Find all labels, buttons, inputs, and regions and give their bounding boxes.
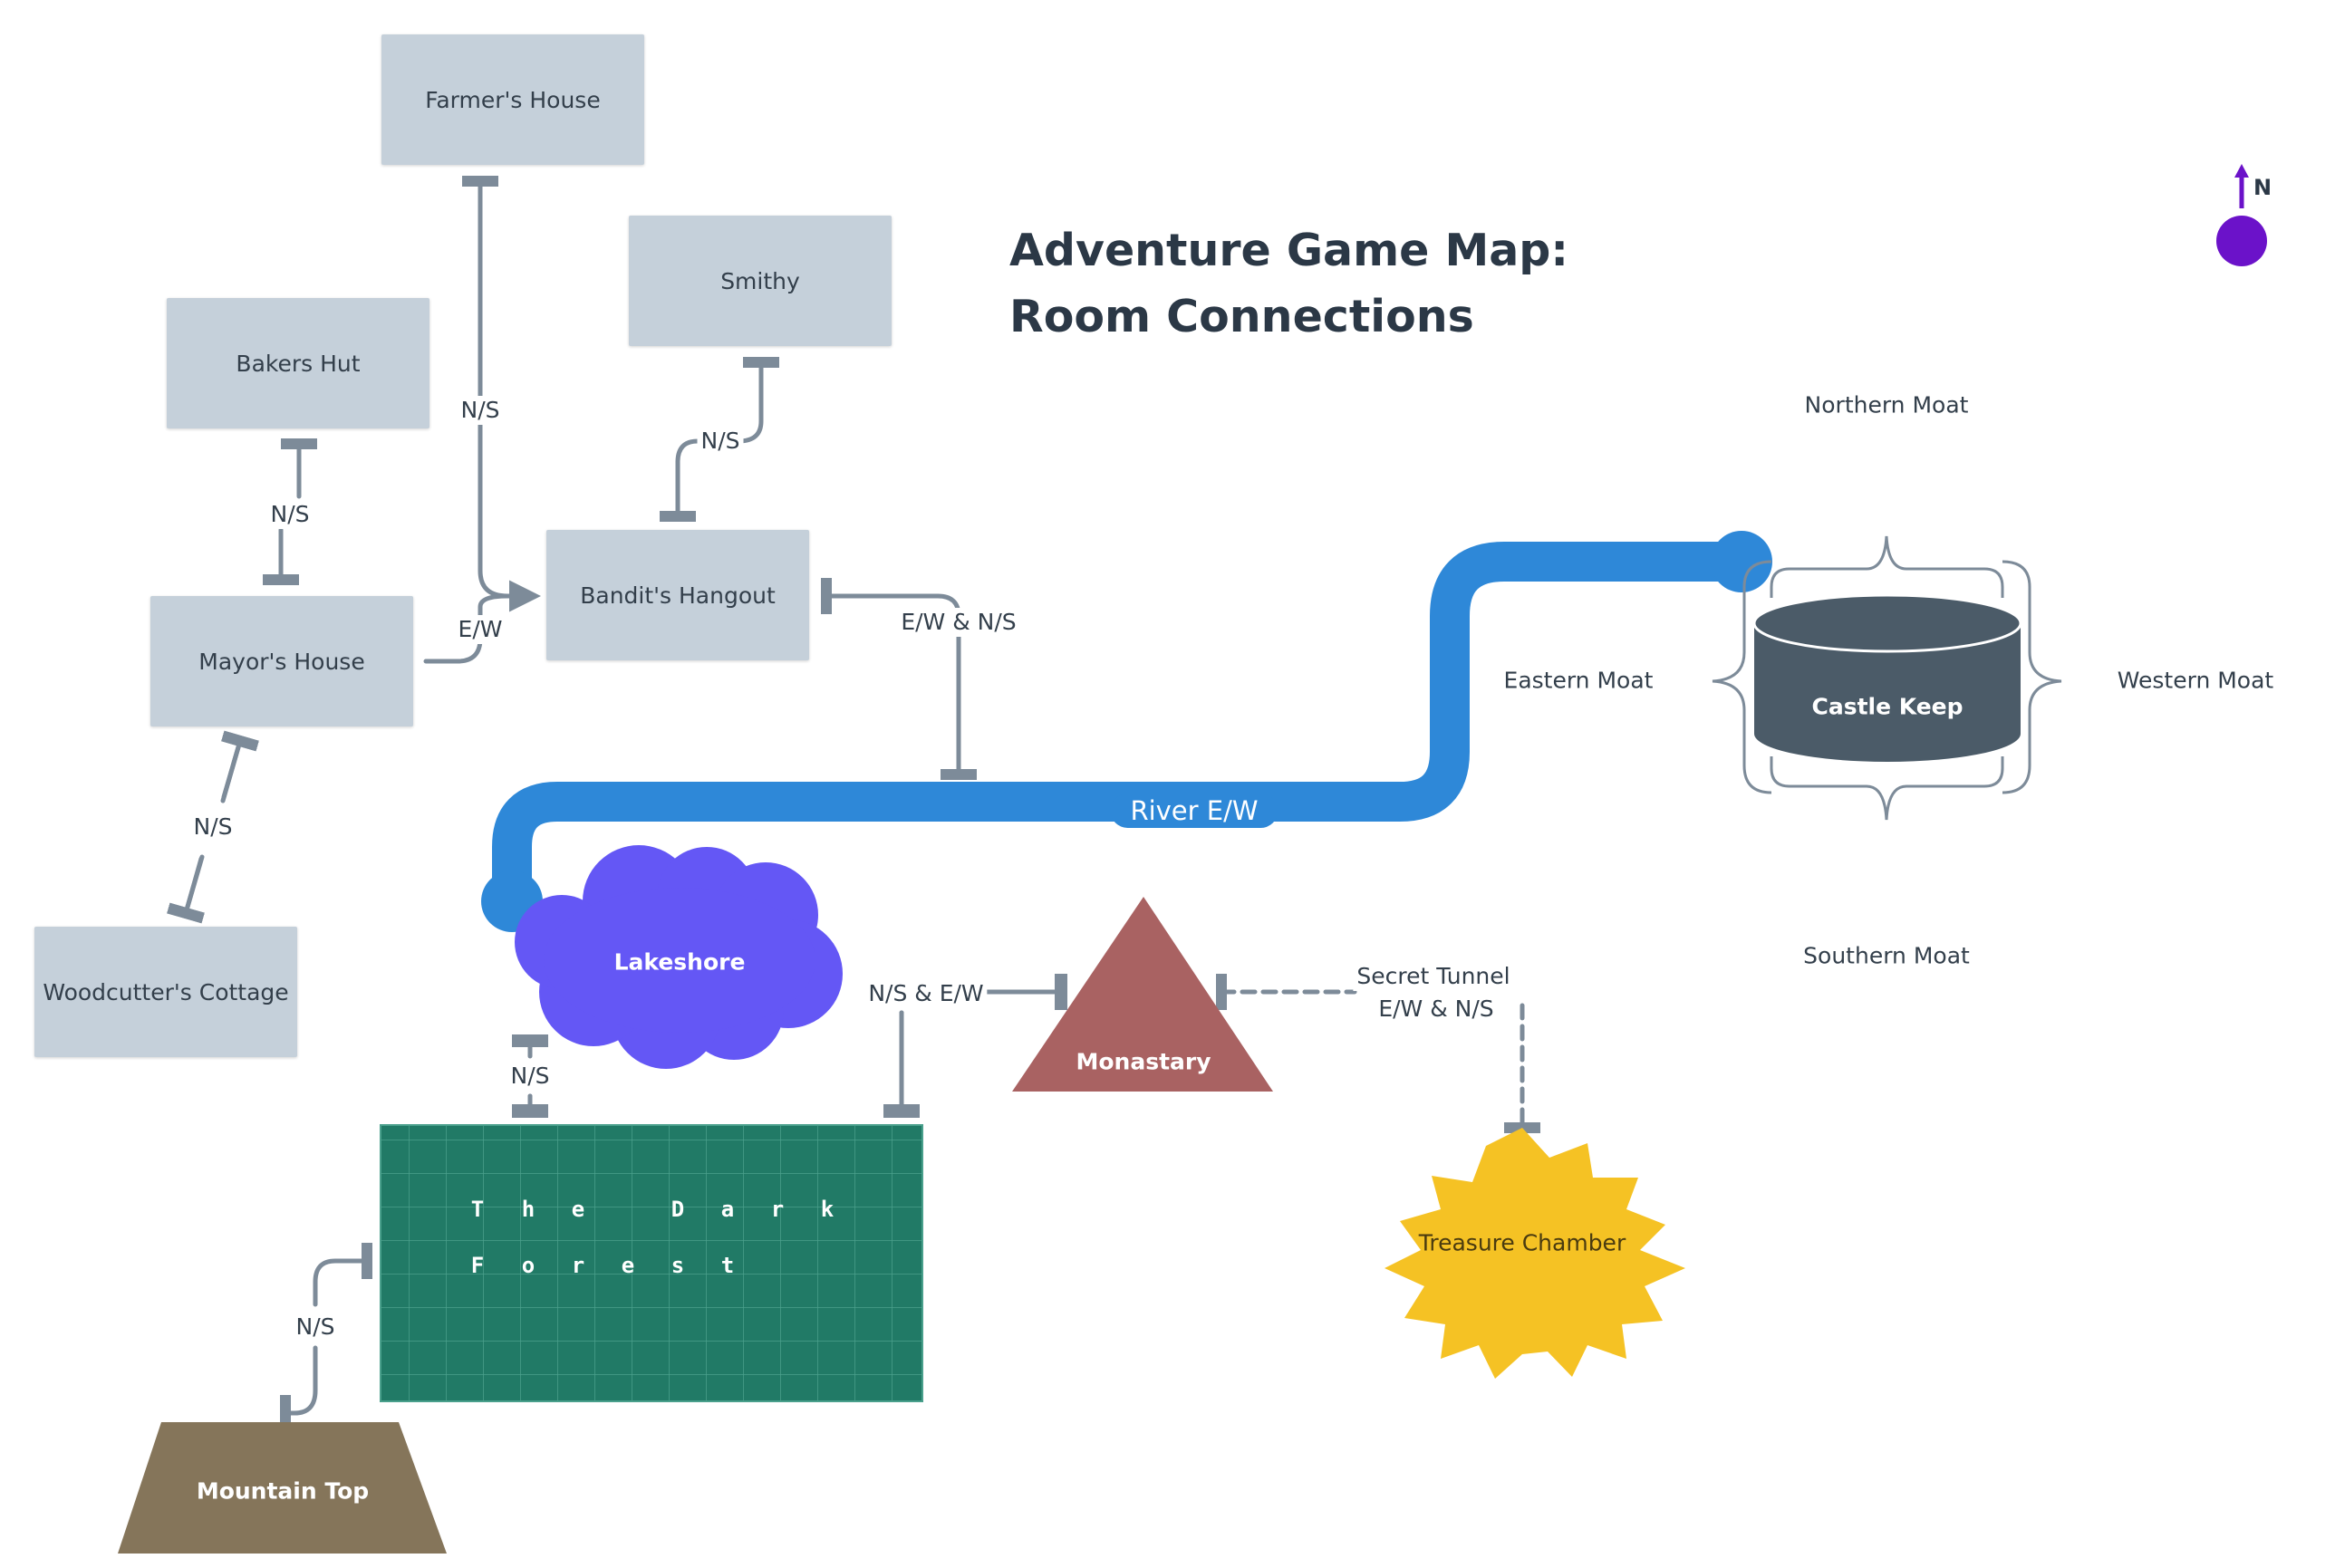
label-lake-forest: N/S xyxy=(507,1062,554,1091)
monastary-triangle xyxy=(1012,897,1273,1092)
forest-letter: t xyxy=(720,1253,735,1278)
connector-farmer-bandit xyxy=(462,176,541,612)
connector-forest-mountain xyxy=(285,1261,367,1413)
forest-letter: o xyxy=(521,1253,536,1278)
forest-letter: h xyxy=(521,1197,536,1222)
page-title: Adventure Game Map: Room Connections xyxy=(1009,217,1568,350)
room-woodcutters-cottage[interactable]: Woodcutter's Cottage xyxy=(34,927,297,1057)
forest-letter: F xyxy=(470,1253,485,1278)
label-mayor-bandit: E/W xyxy=(454,615,507,644)
dark-forest-grid xyxy=(380,1124,923,1402)
castle-keep-cylinder xyxy=(1752,593,2022,762)
forest-letter: r xyxy=(571,1253,585,1278)
lakeshore-cloud xyxy=(515,845,843,1069)
label-secret-tunnel-dirs: E/W & N/S xyxy=(1375,995,1498,1024)
connector-secret-tunnel xyxy=(1221,992,1522,1128)
brace-north xyxy=(1770,535,2004,598)
forest-letter: r xyxy=(770,1197,785,1222)
room-bakers-hut[interactable]: Bakers Hut xyxy=(167,298,429,428)
forest-letter: k xyxy=(820,1197,835,1222)
forest-letter: T xyxy=(470,1197,485,1222)
label-northern-moat: Northern Moat xyxy=(1804,391,1969,418)
label-mayor-woodcutter: N/S xyxy=(189,813,236,842)
title-line-2: Room Connections xyxy=(1009,291,1474,342)
label-western-moat: Western Moat xyxy=(2117,667,2274,694)
label-bandit-river: E/W & N/S xyxy=(897,608,1020,637)
label-forest-monastary: N/S & E/W xyxy=(864,979,988,1008)
room-castle-keep[interactable]: Castle Keep xyxy=(1811,693,1964,720)
brace-south xyxy=(1770,756,2004,821)
forest-letter: s xyxy=(671,1253,685,1278)
label-southern-moat: Southern Moat xyxy=(1803,942,1970,969)
label-secret-tunnel: Secret Tunnel xyxy=(1353,962,1514,991)
label-bakers-mayor: N/S xyxy=(266,500,314,529)
room-monastary[interactable]: Monastary xyxy=(1076,1048,1211,1075)
room-smithy[interactable]: Smithy xyxy=(629,216,892,346)
river xyxy=(492,542,1742,901)
connector-forest-monastary xyxy=(902,992,1060,1110)
forest-letter: e xyxy=(621,1253,635,1278)
title-line-1: Adventure Game Map: xyxy=(1009,225,1568,276)
forest-letter: e xyxy=(571,1197,585,1222)
room-treasure-chamber[interactable]: Treasure Chamber xyxy=(1418,1229,1626,1256)
treasure-burst xyxy=(1385,1128,1685,1379)
label-eastern-moat: Eastern Moat xyxy=(1503,667,1654,694)
room-bandits-hangout[interactable]: Bandit's Hangout xyxy=(546,530,809,660)
label-smithy-bandit: N/S xyxy=(697,427,744,456)
river-end-east xyxy=(1711,531,1772,592)
brace-east xyxy=(1712,560,1772,794)
label-forest-mountain: N/S xyxy=(292,1313,339,1342)
room-farmers-house[interactable]: Farmer's House xyxy=(381,34,644,165)
compass-icon xyxy=(2216,164,2267,266)
forest-letter: D xyxy=(671,1197,685,1222)
room-lakeshore[interactable]: Lakeshore xyxy=(613,948,746,976)
brace-west xyxy=(2002,560,2062,794)
forest-letter: a xyxy=(720,1197,735,1222)
label-farmer-bandit: N/S xyxy=(457,396,504,425)
room-mountain-top[interactable]: Mountain Top xyxy=(196,1477,370,1505)
mountain-top-trapezoid xyxy=(118,1422,447,1554)
compass-label: N xyxy=(2253,175,2272,200)
room-mayors-house[interactable]: Mayor's House xyxy=(150,596,413,726)
river-label: River E/W xyxy=(1110,794,1278,828)
